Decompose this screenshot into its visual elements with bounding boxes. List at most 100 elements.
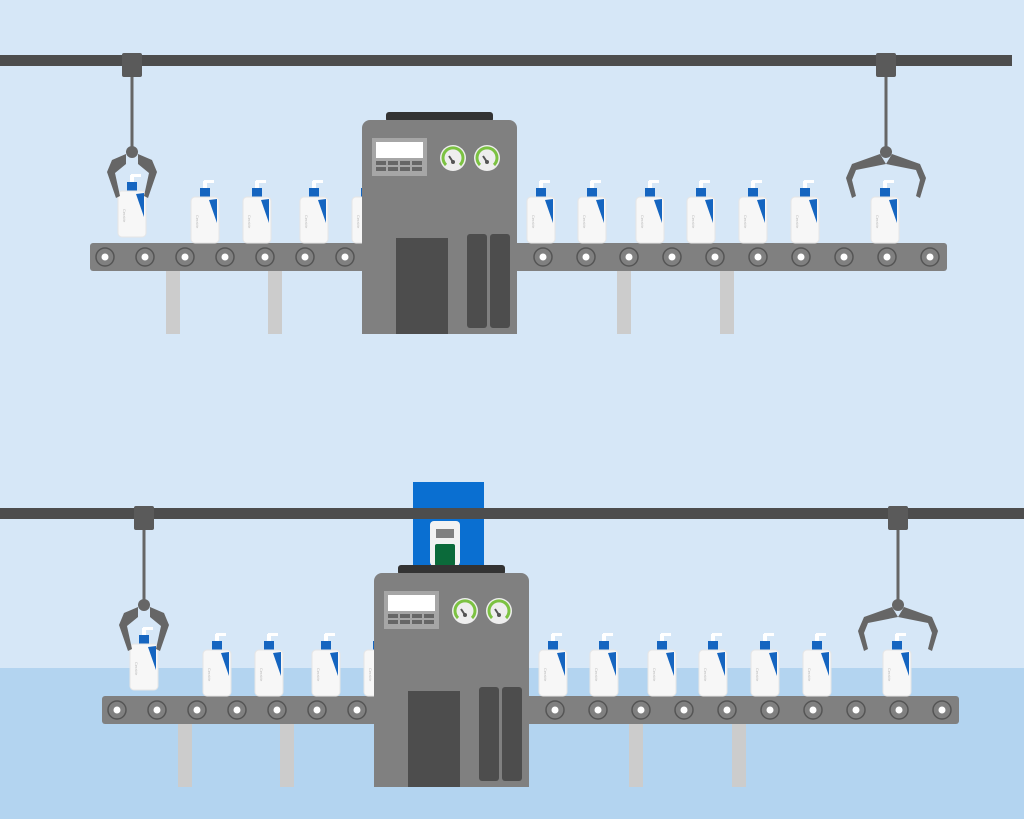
bottle-filled: CeraVe [790, 180, 820, 244]
conveyor-roller-hub [840, 253, 848, 261]
bottle-stripe [608, 652, 616, 676]
bottle-nozzle [752, 180, 762, 183]
conveyor-roller-hub [313, 706, 321, 714]
conveyor-roller [267, 700, 287, 720]
gripper-finger-left [107, 154, 126, 198]
bottle-brand-text: CeraVe [640, 215, 645, 229]
bottle-brand-text: CeraVe [703, 668, 708, 682]
control-key [388, 161, 398, 165]
bottle-stripe [717, 652, 725, 676]
bottle-pump [551, 634, 555, 642]
bottle-filled: CeraVe [698, 633, 728, 697]
bottle-nozzle [816, 633, 826, 636]
bottle-stripe [221, 652, 229, 676]
bottle-stripe [666, 652, 674, 676]
conveyor-leg [268, 271, 282, 334]
conveyor-leg [280, 724, 294, 787]
bottle-pump [267, 634, 271, 642]
conveyor-roller-hub [926, 253, 934, 261]
bottle-stripe [821, 652, 829, 676]
bottle-brand-text: CeraVe [691, 215, 696, 229]
bottle-brand-text: CeraVe [531, 215, 536, 229]
bottle-pump [312, 181, 316, 189]
bottle-filled: CeraVe [538, 633, 568, 697]
bottle-nozzle [325, 633, 335, 636]
gripper-open [846, 53, 926, 198]
control-key [376, 167, 386, 171]
bottle-filled: CeraVe [882, 633, 912, 697]
conveyor-roller-hub [181, 253, 189, 261]
conveyor-roller-hub [809, 706, 817, 714]
bottle-nozzle [256, 180, 266, 183]
conveyor-roller-hub [637, 706, 645, 714]
gauge-ring [453, 599, 477, 620]
gripper-finger-right [886, 154, 926, 198]
bottle-cap [645, 188, 655, 197]
conveyor-roller [335, 247, 355, 267]
gauge-ring [441, 146, 465, 167]
machine-vent-right [502, 687, 522, 781]
machine-door [408, 691, 460, 787]
gauge-pivot [463, 613, 467, 617]
bottle-brand-text: CeraVe [795, 215, 800, 229]
conveyor-roller-hub [153, 706, 161, 714]
control-display [388, 595, 435, 611]
bottle-brand-text: CeraVe [195, 215, 200, 229]
conveyor-roller-hub [141, 253, 149, 261]
conveyor-roller [533, 247, 553, 267]
bottle-stripe [545, 199, 553, 223]
bottle-filled: CeraVe [750, 633, 780, 697]
conveyor-roller [920, 247, 940, 267]
conveyor-roller-hub [625, 253, 633, 261]
gauge-pivot [485, 160, 489, 164]
conveyor-roller-hub [551, 706, 559, 714]
conveyor-roller-hub [754, 253, 762, 261]
bottle-pump [203, 181, 207, 189]
control-key [388, 167, 398, 171]
bottle-pump [648, 181, 652, 189]
bottle-unfilled: CeraVe [254, 633, 284, 697]
bottle-cap [812, 641, 822, 650]
bottle-brand-text: CeraVe [594, 668, 599, 682]
conveyor-roller [545, 700, 565, 720]
control-key [412, 167, 422, 171]
conveyor-roller-hub [101, 253, 109, 261]
conveyor-roller [95, 247, 115, 267]
conveyor-leg [732, 724, 746, 787]
bottle-stripe [557, 652, 565, 676]
bottle-stripe [889, 199, 897, 223]
bottle-cap [748, 188, 758, 197]
conveyor-roller [889, 700, 909, 720]
bottle-nozzle [764, 633, 774, 636]
bottle-cap [548, 641, 558, 650]
bottle-stripe [705, 199, 713, 223]
bottle-unfilled: CeraVe [311, 633, 341, 697]
bottle-nozzle [204, 180, 214, 183]
bottle-nozzle [313, 180, 323, 183]
bottle-nozzle [591, 180, 601, 183]
bottle-pump [215, 634, 219, 642]
conveyor-roller [107, 700, 127, 720]
gripper-open [858, 506, 938, 651]
conveyor-roller [717, 700, 737, 720]
bottle-nozzle [131, 174, 141, 177]
gripper-joint [138, 599, 150, 611]
bottle-pump [660, 634, 664, 642]
conveyor-belt [102, 696, 959, 724]
bottle-cap [309, 188, 319, 197]
bottle-filled: CeraVe [802, 633, 832, 697]
bottle-cap [264, 641, 274, 650]
conveyor-leg [720, 271, 734, 334]
conveyor-roller-hub [668, 253, 676, 261]
conveyor-roller-hub [221, 253, 229, 261]
bottle-nozzle [804, 180, 814, 183]
bottle-filled: CeraVe [870, 180, 900, 244]
label-card-green [435, 544, 455, 566]
overhead-rail [0, 508, 1024, 519]
bottle-filled: CeraVe [647, 633, 677, 697]
gripped-bottle: CeraVe [129, 627, 159, 691]
conveyor-roller-hub [680, 706, 688, 714]
bottle-cap [657, 641, 667, 650]
